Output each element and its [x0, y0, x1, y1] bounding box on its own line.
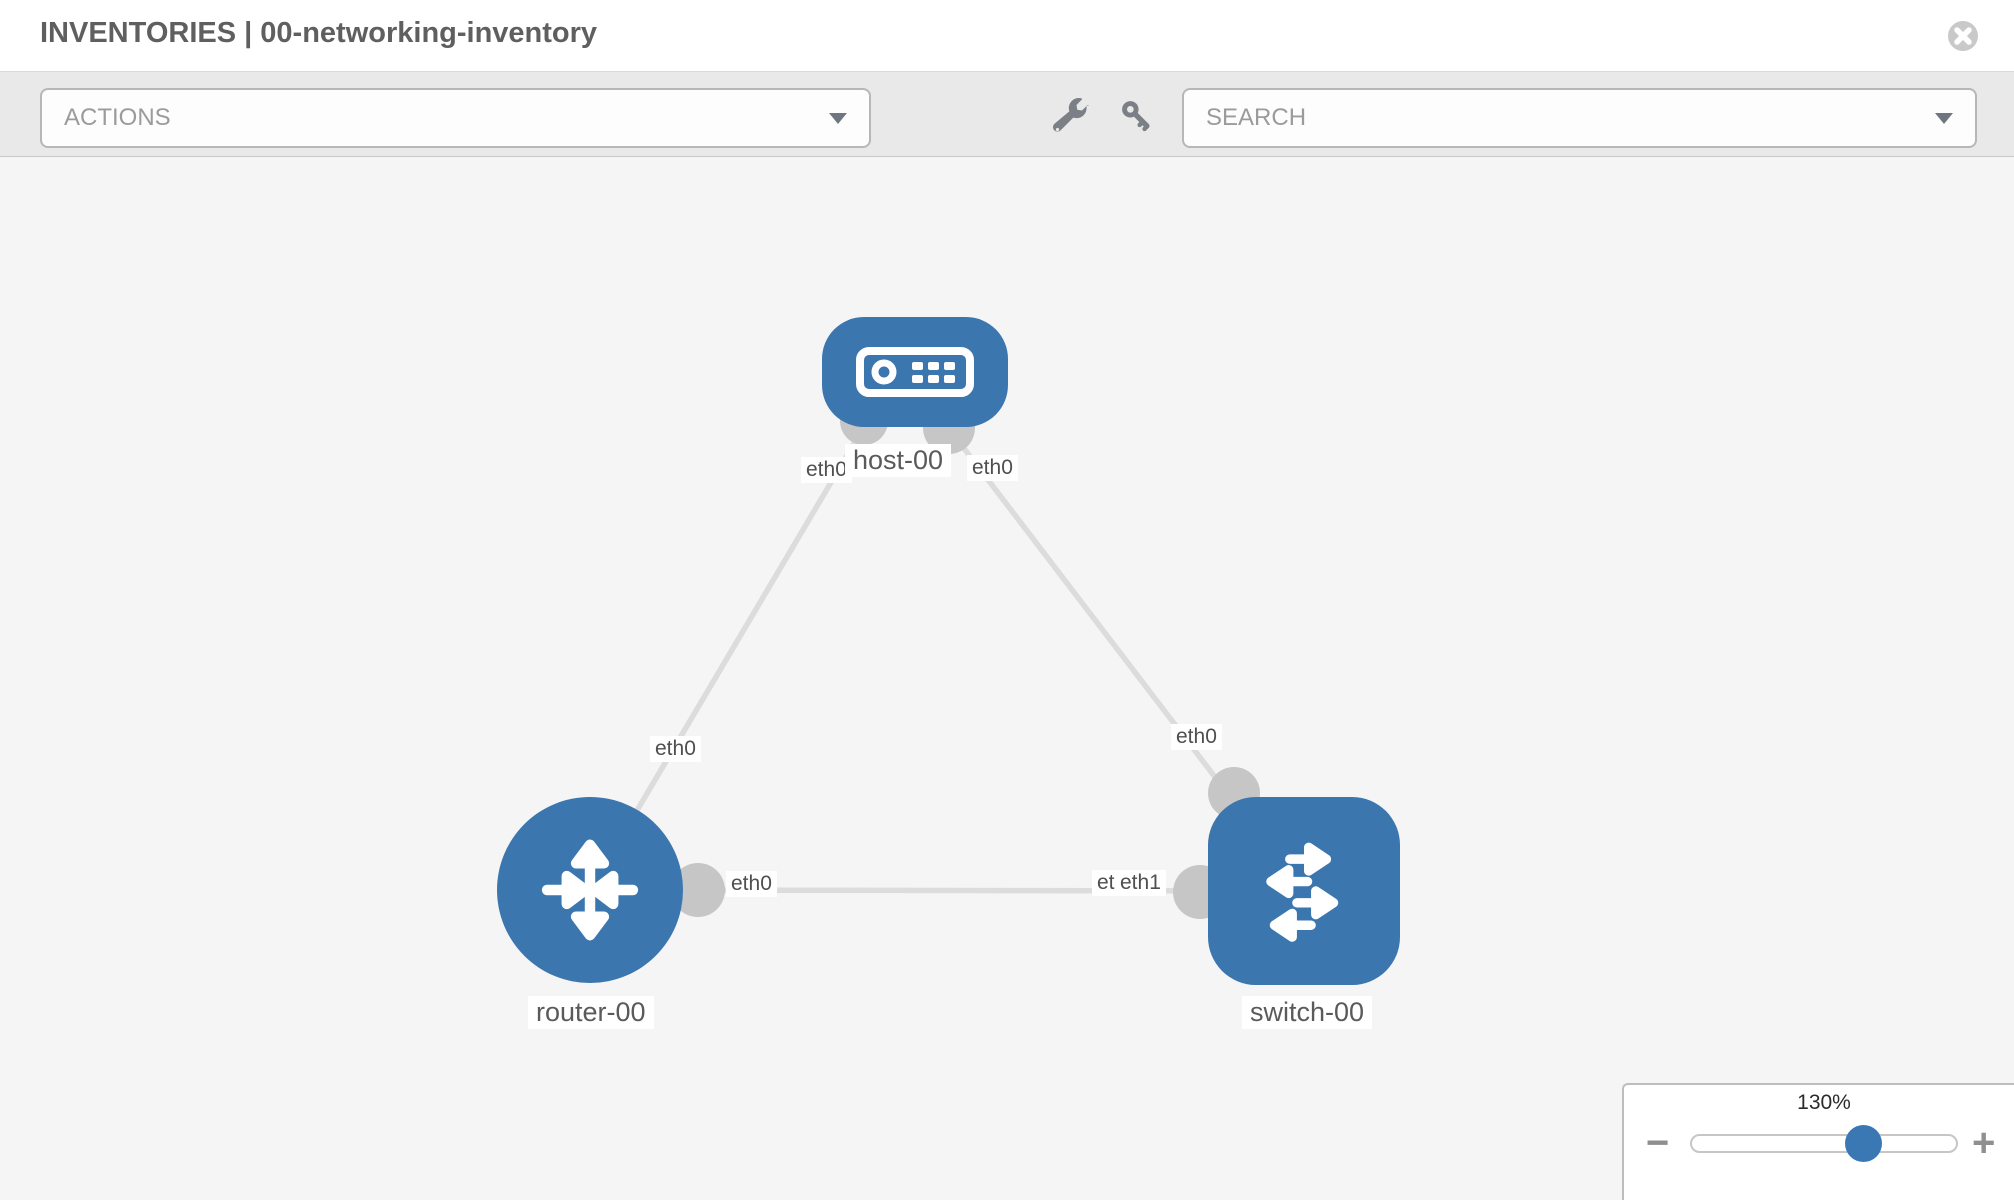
header: INVENTORIES | 00-networking-inventory [0, 0, 2014, 71]
interface-label-switch-eth1-to-router: eth1 [1115, 870, 1166, 896]
search-dropdown[interactable]: SEARCH [1182, 88, 1977, 148]
node-router-00[interactable] [497, 797, 683, 983]
node-label-host-00[interactable]: host-00 [845, 444, 952, 477]
node-switch-00[interactable] [1208, 797, 1400, 985]
host-icon [856, 347, 974, 397]
interface-label-router-eth0-to-host: eth0 [650, 736, 701, 762]
configure-button[interactable] [1052, 98, 1090, 134]
actions-dropdown[interactable]: ACTIONS [40, 88, 871, 148]
zoom-out-button[interactable]: − [1646, 1121, 1670, 1165]
wrench-icon [1052, 98, 1089, 132]
interface-dot [671, 863, 725, 917]
close-icon [1948, 21, 1978, 51]
zoom-in-button[interactable]: + [1972, 1121, 1996, 1165]
node-label-switch-00[interactable]: switch-00 [1242, 996, 1373, 1029]
chevron-down-icon [829, 112, 847, 124]
router-icon [541, 839, 639, 941]
topology-links-layer [587, 397, 1305, 919]
key-icon [1122, 101, 1150, 132]
zoom-slider-thumb[interactable] [1845, 1125, 1882, 1162]
actions-dropdown-label: ACTIONS [64, 104, 171, 131]
zoom-slider[interactable] [1690, 1134, 1958, 1153]
interface-label-host-eth0-to-switch: eth0 [967, 455, 1018, 481]
interface-label-host-eth0-to-router: eth0 [801, 457, 852, 483]
toolbar: ACTIONS SEARCH [0, 71, 2014, 157]
search-input-placeholder: SEARCH [1206, 104, 1307, 131]
interface-label-switch-eth0-to-host: eth0 [1171, 724, 1222, 750]
node-label-router-00[interactable]: router-00 [528, 996, 654, 1029]
topology-canvas[interactable]: host-00 router-00 switch-00 eth0 eth0 et… [0, 157, 2014, 1200]
node-host-00[interactable] [822, 317, 1008, 427]
interface-label-router-eth0-to-switch: eth0 [726, 871, 777, 897]
switch-icon [1266, 842, 1339, 942]
zoom-panel: 130% − + [1622, 1083, 2014, 1200]
close-button[interactable] [1946, 19, 1980, 53]
credentials-button[interactable] [1120, 100, 1154, 132]
chevron-down-icon [1935, 112, 1953, 124]
page-title: INVENTORIES | 00-networking-inventory [40, 17, 598, 49]
zoom-level-label: 130% [1797, 1091, 1851, 1114]
